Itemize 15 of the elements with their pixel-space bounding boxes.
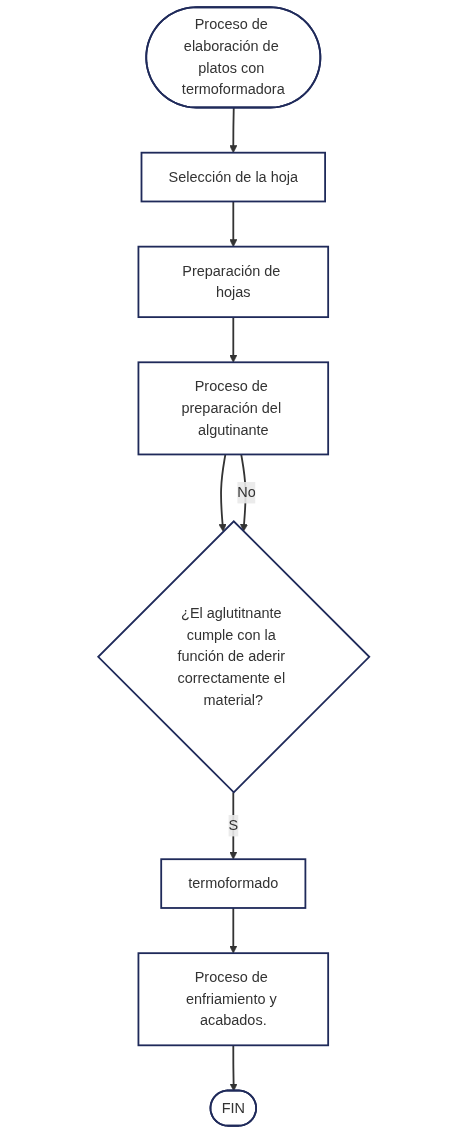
arrow xyxy=(229,316,238,363)
node-box: Selección de la hoja xyxy=(140,151,327,203)
arrow xyxy=(229,907,238,954)
node-box: Preparación de hojas xyxy=(137,245,330,319)
arrow xyxy=(229,107,238,154)
arrow xyxy=(218,453,227,532)
edge-label: S xyxy=(228,817,239,833)
node-box: termoformado xyxy=(160,858,307,909)
node-diamond: ¿El aglutitnante cumple con la función de aderir correctamente el material? xyxy=(97,520,371,794)
arrow xyxy=(229,791,238,860)
arrow xyxy=(229,200,238,247)
arrow xyxy=(229,1044,238,1092)
edge-label: No xyxy=(237,484,257,500)
node-box: Proceso de preparación del algutinante xyxy=(137,361,330,456)
node-box: Proceso de enfriamiento y acabados. xyxy=(137,952,330,1047)
